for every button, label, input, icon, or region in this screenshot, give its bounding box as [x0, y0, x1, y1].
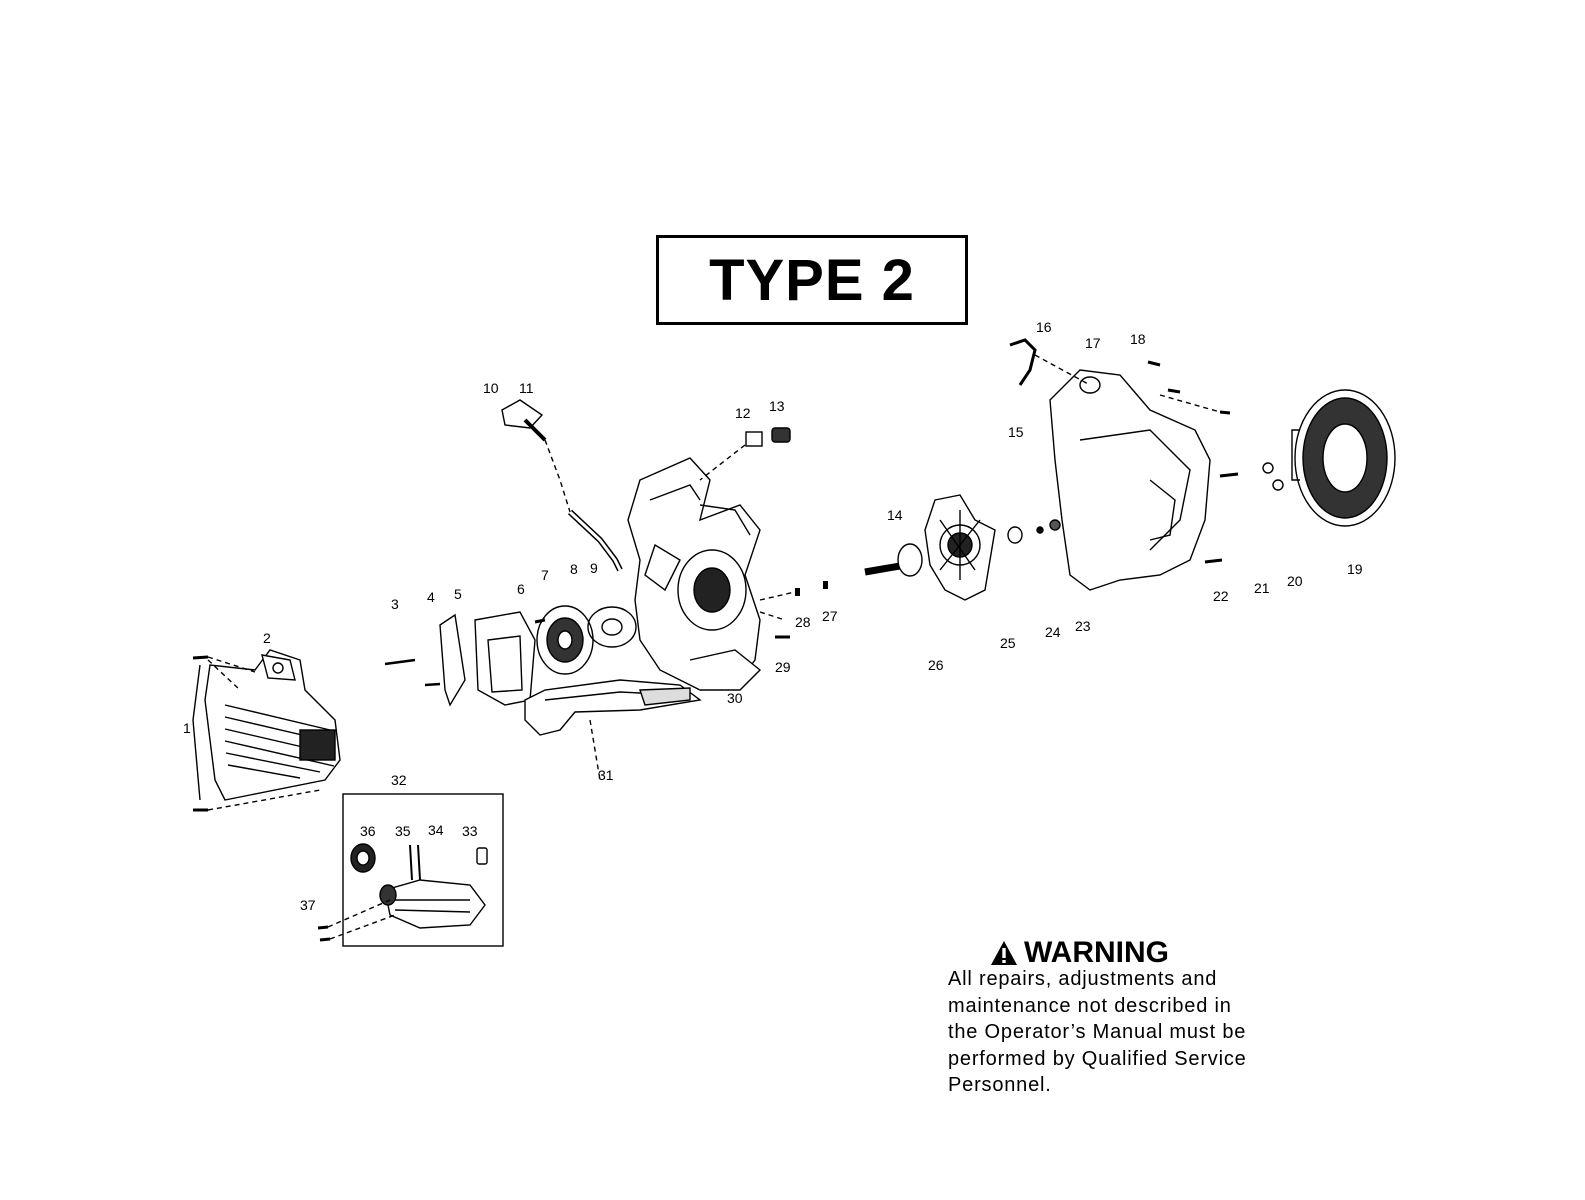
part-drawings [192, 338, 1396, 947]
kit-box-part-32 [342, 793, 504, 947]
callout-12: 12 [735, 405, 751, 421]
callout-4: 4 [427, 589, 435, 605]
callout-10: 10 [483, 380, 499, 396]
primer-bulb-part-36 [350, 843, 376, 873]
warning-line: maintenance not described in [948, 994, 1232, 1017]
warning-heading: WARNING [990, 936, 1169, 970]
nut-part-20 [1262, 462, 1274, 474]
screw-part-18b [1167, 388, 1181, 394]
engine-cover-part [204, 649, 341, 801]
callout-33: 33 [462, 823, 478, 839]
callout-29: 29 [775, 659, 791, 675]
part-23 [1036, 526, 1044, 534]
callout-34: 34 [428, 822, 444, 838]
callout-19: 19 [1347, 561, 1363, 577]
fuel-lines-part-34-35 [409, 844, 421, 881]
plate-part-5-inner [487, 635, 523, 693]
part-12 [745, 431, 763, 447]
flywheel-part-7 [536, 605, 594, 675]
screw-part-3 [384, 658, 416, 666]
callout-36: 36 [360, 823, 376, 839]
handle-part-31 [524, 679, 702, 781]
callout-1: 1 [183, 720, 191, 736]
callout-16: 16 [1036, 319, 1052, 335]
warning-line: All repairs, adjustments and [948, 968, 1218, 990]
washer-part-24 [1007, 526, 1023, 544]
wire-part-11 [523, 418, 547, 442]
callout-22: 22 [1213, 588, 1229, 604]
warning-line: the Operator’s Manual must be [948, 1021, 1247, 1043]
callout-17: 17 [1085, 335, 1101, 351]
shaft-part-26 [864, 562, 901, 576]
nut-part-15 [1049, 519, 1061, 531]
screw-part-18 [1147, 360, 1161, 367]
key-part-6 [534, 618, 546, 624]
gasket-part-4 [439, 613, 466, 707]
callout-21: 21 [1254, 580, 1270, 596]
callout-18: 18 [1130, 331, 1146, 347]
screw-part-1 [192, 655, 321, 812]
screw-part-18c [1219, 410, 1231, 415]
warning-heading-text: WARNING [1024, 936, 1169, 969]
callout-13: 13 [769, 398, 785, 414]
air-filter-cover [379, 879, 486, 929]
screws-part-37 [317, 925, 331, 942]
callout-31: 31 [598, 767, 614, 783]
callout-23: 23 [1075, 618, 1091, 634]
callout-37: 37 [300, 897, 316, 913]
nut-part-20b [1272, 479, 1284, 491]
callout-27: 27 [822, 608, 838, 624]
callout-28: 28 [795, 614, 811, 630]
callout-labels: 1 2 3 4 5 6 7 8 9 10 11 12 13 14 15 16 1… [183, 319, 1363, 913]
main-housing-part-30 [627, 457, 762, 691]
bushing-part-14 [897, 543, 923, 577]
washer-part-8 [587, 606, 637, 648]
callout-2: 2 [263, 630, 271, 646]
grille-part-19 [1291, 389, 1396, 527]
blower-housing-part-17 [1049, 369, 1211, 591]
callout-32: 32 [391, 772, 407, 788]
screw-part-22 [1204, 558, 1223, 564]
callout-9: 9 [590, 560, 598, 576]
callout-25: 25 [1000, 635, 1016, 651]
warning-message: All repairs, adjustments and maintenance… [948, 966, 1308, 1099]
type-title: TYPE 2 [709, 247, 915, 313]
callout-11: 11 [519, 380, 534, 396]
fan-part-25 [924, 494, 996, 601]
clip-part-16 [1009, 338, 1037, 386]
callout-20: 20 [1287, 573, 1303, 589]
callout-3: 3 [391, 596, 399, 612]
callout-5: 5 [454, 586, 462, 602]
plate-part-10 [501, 399, 544, 429]
callout-35: 35 [395, 823, 411, 839]
callout-24: 24 [1045, 624, 1061, 640]
filter-part-33 [476, 847, 488, 865]
callout-6: 6 [517, 581, 525, 597]
callout-26: 26 [928, 657, 944, 673]
callout-8: 8 [570, 561, 578, 577]
warning-triangle-icon [991, 941, 1017, 965]
callout-7: 7 [541, 567, 549, 583]
callout-15: 15 [1008, 424, 1024, 440]
warning-line: Personnel. [948, 1074, 1052, 1096]
type-title-box: TYPE 2 [656, 235, 968, 325]
screw-part-21 [1219, 472, 1239, 478]
screw-part-3b [424, 682, 441, 687]
warning-line: performed by Qualified Service [948, 1047, 1247, 1070]
part-13 [771, 427, 791, 443]
callout-14: 14 [887, 507, 903, 523]
callout-30: 30 [727, 690, 743, 706]
